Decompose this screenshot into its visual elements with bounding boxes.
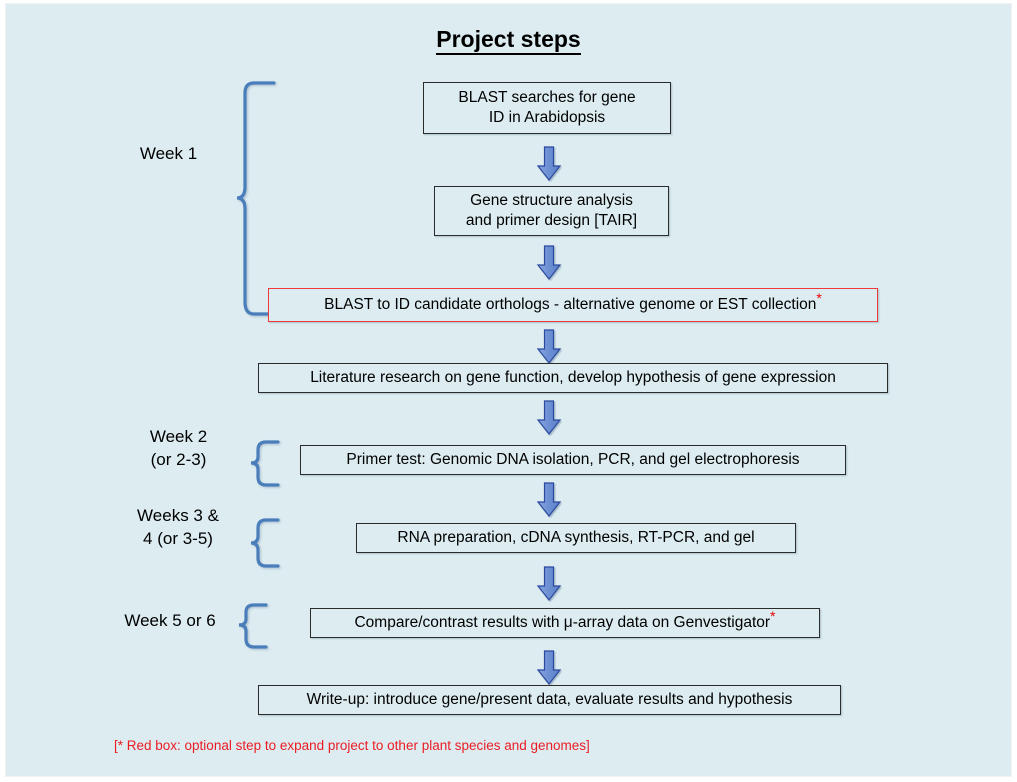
step-box-literature-research[interactable]: Literature research on gene function, de… [258,363,888,393]
label-week-5-6: Week 5 or 6 [124,611,216,630]
step-line2: and primer design [TAIR] [465,212,638,229]
step-line1: Primer test: Genomic DNA isolation, PCR,… [346,451,800,468]
flow-arrow-down-icon [536,146,562,182]
step-line1: Write-up: introduce gene/present data, e… [306,691,793,708]
brace-week-1 [234,74,284,329]
optional-marker: * [816,289,822,306]
label-week-1: Week 1 [139,144,198,163]
step-box-blast-orthologs[interactable]: BLAST to ID candidate orthologs - altern… [268,288,878,322]
step-line1: Compare/contrast results with μ-array da… [354,614,771,631]
step-box-write-up[interactable]: Write-up: introduce gene/present data, e… [258,685,841,715]
step-box-rna-prep[interactable]: RNA preparation, cDNA synthesis, RT-PCR,… [356,523,796,553]
step-box-gene-structure[interactable]: Gene structure analysis and primer desig… [434,186,669,236]
label-week-2: Week 2 (or 2-3) [149,427,208,469]
flow-arrow-down-icon [536,400,562,436]
flow-arrow-down-icon [536,482,562,518]
brace-week-5-6 [230,599,278,653]
label-weeks-3-4: Weeks 3 & 4 (or 3-5) [137,506,219,548]
step-line1: Literature research on gene function, de… [310,369,836,386]
step-line1: RNA preparation, cDNA synthesis, RT-PCR,… [397,529,755,546]
slide-surface: Project steps [6,4,1011,776]
page-title: Project steps [6,26,1011,55]
step-line1: BLAST searches for gene [458,89,636,106]
brace-weeks-3-4 [242,514,290,572]
flow-arrow-down-icon [536,650,562,686]
step-line1: Gene structure analysis [470,192,633,209]
step-box-primer-test[interactable]: Primer test: Genomic DNA isolation, PCR,… [300,445,846,475]
step-line1: BLAST to ID candidate orthologs - altern… [324,296,817,313]
flow-arrow-down-icon [536,566,562,602]
footnote-optional-red-box: [* Red box: optional step to expand proj… [114,738,590,753]
step-box-blast-search[interactable]: BLAST searches for gene ID in Arabidopsi… [423,82,671,134]
flow-arrow-down-icon [536,329,562,365]
step-line2: ID in Arabidopsis [488,109,606,126]
page-title-text: Project steps [436,26,581,55]
flow-arrow-down-icon [536,245,562,281]
step-box-compare-contrast[interactable]: Compare/contrast results with μ-array da… [310,608,820,638]
optional-marker: * [770,607,776,624]
brace-week-2 [242,436,290,491]
